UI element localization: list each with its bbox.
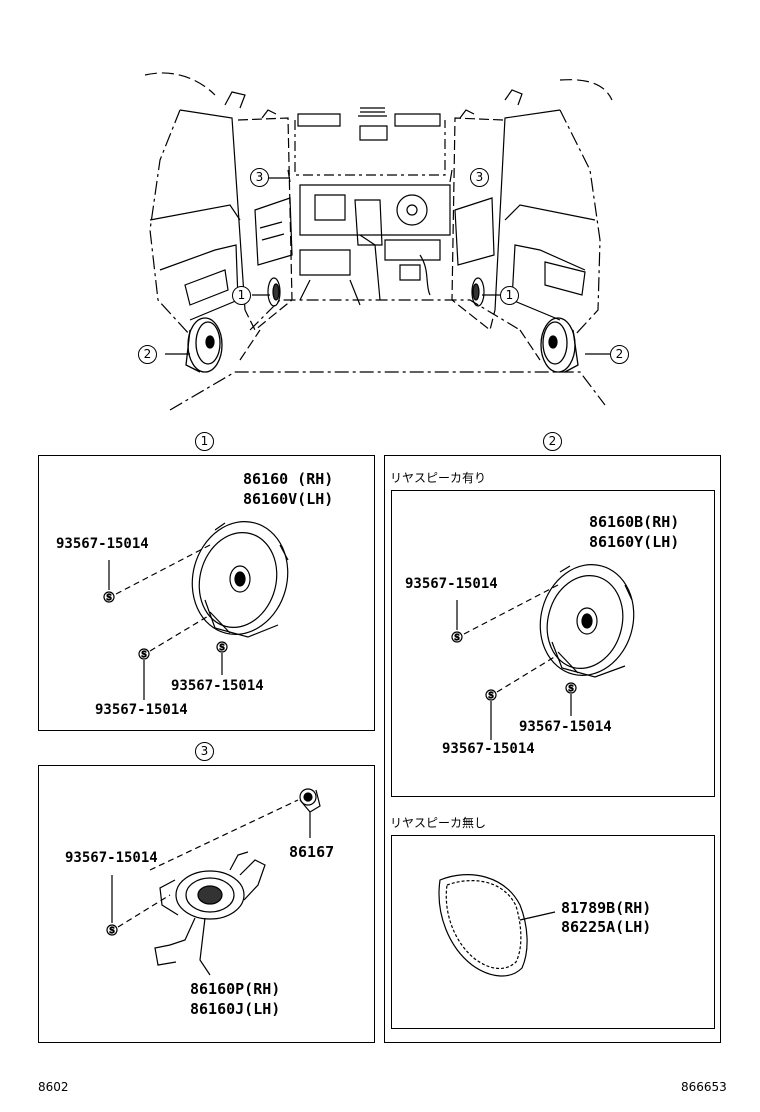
- footer-right-code: 866653: [681, 1080, 727, 1094]
- svg-text:S: S: [455, 633, 460, 642]
- section1-screw-b: 93567-15014: [95, 702, 188, 718]
- section2-cover-rh: 81789B(RH): [561, 899, 652, 917]
- callout-1-right: 1: [500, 286, 519, 305]
- section-3-panel: [38, 765, 375, 1043]
- callout-3-right: 3: [470, 168, 489, 187]
- svg-text:S: S: [220, 643, 225, 652]
- svg-text:S: S: [110, 926, 115, 935]
- section1-screw-c: 93567-15014: [171, 678, 264, 694]
- section-2-header: 2: [543, 432, 562, 451]
- callout-1-left: 1: [232, 286, 251, 305]
- section1-part-rh: 86160 (RH): [243, 470, 334, 488]
- section2-screw-b: 93567-15014: [442, 741, 535, 757]
- section2-screw-c: 93567-15014: [519, 719, 612, 735]
- section1-screw-a: 93567-15014: [56, 536, 149, 552]
- section-2-upper-box: [391, 490, 715, 797]
- section2-speaker-drawing: [539, 564, 635, 678]
- footer-left-code: 8602: [38, 1080, 69, 1094]
- svg-text:S: S: [569, 684, 574, 693]
- section2-screw-a: 93567-15014: [405, 576, 498, 592]
- section-3-header: 3: [195, 742, 214, 761]
- section3-part-rh: 86160P(RH): [190, 980, 281, 998]
- callout-3-left: 3: [250, 168, 269, 187]
- svg-text:S: S: [142, 650, 147, 659]
- section3-clip: 86167: [289, 843, 335, 861]
- section2-part-lh: 86160Y(LH): [589, 533, 680, 551]
- section3-tweeter-drawing: S: [106, 788, 321, 976]
- callout-2-right: 2: [610, 345, 629, 364]
- section2-heading-with-rear-speaker: リヤスピーカ有り: [390, 471, 487, 485]
- section1-speaker-drawing: [191, 521, 289, 638]
- section-1-header: 1: [195, 432, 214, 451]
- section2-cover-lh: 86225A(LH): [561, 918, 652, 936]
- section2-cover-drawing: [438, 874, 556, 977]
- svg-text:S: S: [489, 691, 494, 700]
- section-2-panel: [384, 455, 721, 1043]
- section1-part-lh: 86160V(LH): [243, 490, 334, 508]
- svg-text:S: S: [107, 593, 112, 602]
- section2-heading-without-rear-speaker: リヤスピーカ無し: [390, 816, 487, 830]
- callout-2-left: 2: [138, 345, 157, 364]
- section3-part-lh: 86160J(LH): [190, 1000, 281, 1018]
- section-2-lower-box: [391, 835, 715, 1029]
- section3-screw: 93567-15014: [65, 850, 158, 866]
- section-1-panel: [38, 455, 375, 731]
- section2-part-rh: 86160B(RH): [589, 513, 680, 531]
